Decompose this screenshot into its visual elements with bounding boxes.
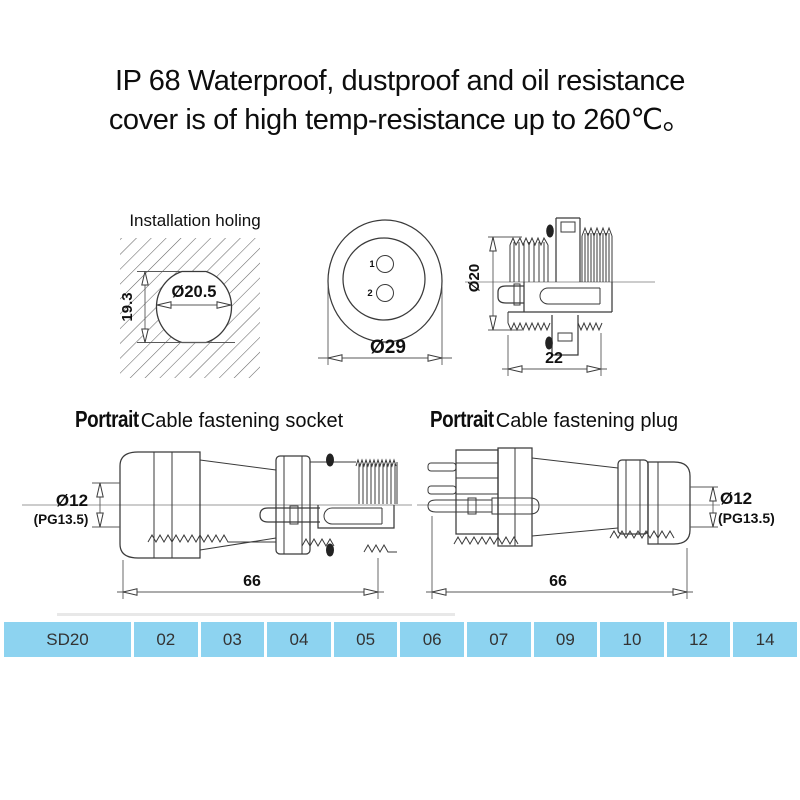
table-cell: 10 [600,622,664,657]
socket-o-ring-bottom [326,543,334,557]
o-ring-dot-top [546,224,554,238]
side-view-body [497,217,613,356]
plug-heading-text: Cable fastening plug [495,410,679,432]
table-cell: 03 [200,622,265,657]
o-ring-dot-bottom [545,336,553,350]
plug-heading: Portrait Cable fastening plug [430,406,678,434]
table-cell: 09 [533,622,598,657]
table-cell: 07 [466,622,531,657]
side-diameter-text: Ø20 [466,264,483,292]
socket-gland-thread-text: (PG13.5) [34,512,89,527]
side-length-dimension: 22 [502,333,607,376]
socket-body [119,451,398,559]
side-diameter-dimension: Ø20 [466,236,522,331]
socket-o-ring-top [326,453,334,467]
flat-height-text: 19.3 [119,292,136,321]
connector-face: 1 2 [327,219,443,343]
plug-cable-diameter-text: Ø12 [720,489,752,508]
table-cell: 14 [733,622,797,657]
front-view-drawing: 1 2 Ø29 [318,219,452,365]
plug-drawing: Ø12 (PG13.5) 66 [417,447,775,599]
outer-diameter-text: Ø29 [370,337,406,358]
hole-diameter-dimension: Ø20.5 [156,283,232,309]
flat-height-dimension: 19.3 [119,271,235,343]
hole-diameter-text: Ø20.5 [172,283,217,301]
plug-heading-emphasis: Portrait [430,406,494,432]
socket-length-text: 66 [243,573,261,590]
table-cell: 06 [400,622,464,657]
plug-gland-thread-text: (PG13.5) [718,510,775,526]
size-table: SD20 02 03 04 05 06 07 09 10 12 14 [4,622,797,657]
plug-length-dimension: 66 [426,516,693,599]
page-title: IP 68 Waterproof, dustproof and oil resi… [0,62,800,140]
outer-diameter-dimension: Ø29 [318,287,452,365]
installation-label: Installation holing [129,211,260,230]
pin2-label: 2 [367,288,372,299]
installation-holing-drawing: Installation holing Ø20.5 19.3 [119,211,261,378]
socket-heading-text: Cable fastening socket [140,410,344,432]
pin1-label: 1 [369,259,375,270]
socket-length-dimension: 66 [117,558,384,599]
stray-artifact-line [57,613,455,616]
table-cell-model: SD20 [4,622,131,657]
socket-heading: Portrait Cable fastening socket [75,406,343,434]
socket-cable-diameter-text: Ø12 [56,491,88,510]
socket-drawing: Ø12 (PG13.5) 66 [22,451,412,599]
plug-length-text: 66 [549,573,567,590]
plug-body [427,447,691,547]
table-cell: 12 [666,622,731,657]
table-cell: 02 [134,622,198,657]
plug-cable-dimension: Ø12 (PG13.5) [690,486,775,528]
table-cell: 05 [333,622,398,657]
side-view-drawing: Ø20 22 [465,217,655,376]
socket-cable-dimension: Ø12 (PG13.5) [34,482,120,528]
title-line-1: IP 68 Waterproof, dustproof and oil resi… [115,65,685,97]
side-length-text: 22 [545,350,563,367]
title-line-2: cover is of high temp-resistance up to 2… [108,104,692,136]
table-cell: 04 [267,622,331,657]
socket-heading-emphasis: Portrait [75,406,139,432]
